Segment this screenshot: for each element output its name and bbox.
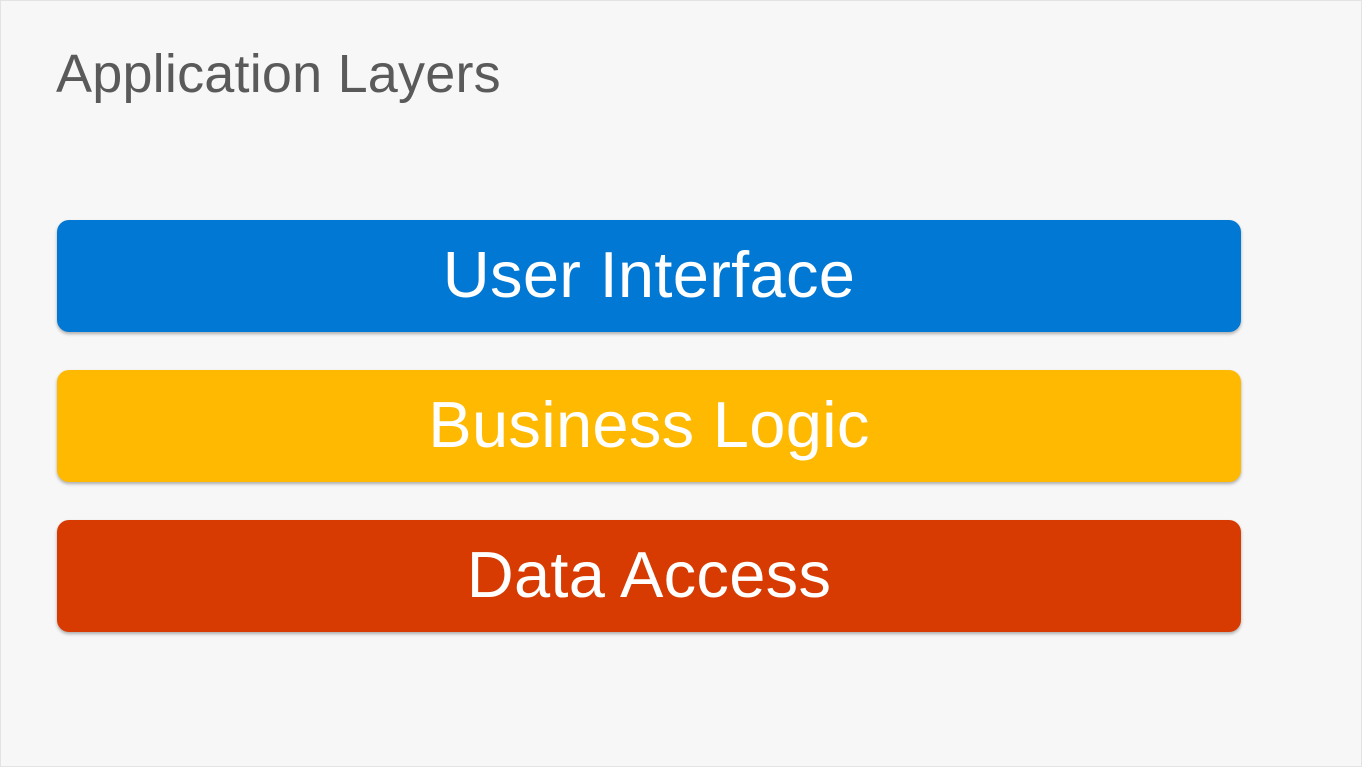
layer-bar-business-logic[interactable]: Business Logic [57, 370, 1241, 482]
layer-label-data-access: Data Access [466, 537, 832, 611]
layer-label-user-interface: User Interface [442, 237, 856, 311]
layer-stack: User Interface Business Logic Data Acces… [57, 220, 1241, 632]
page-title: Application Layers [56, 44, 501, 104]
layer-bar-user-interface[interactable]: User Interface [57, 220, 1241, 332]
layer-bar-data-access[interactable]: Data Access [57, 520, 1241, 632]
layer-label-business-logic: Business Logic [428, 387, 870, 461]
